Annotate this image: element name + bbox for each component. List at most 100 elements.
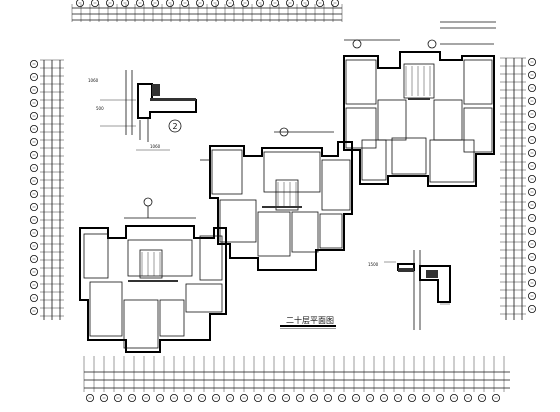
axis-bubble bbox=[271, 0, 279, 7]
axis-bubble bbox=[136, 0, 144, 7]
axis-bubble bbox=[528, 97, 537, 106]
axis-bubble bbox=[29, 99, 38, 108]
axis-bubble bbox=[181, 0, 189, 7]
axis-bubble bbox=[226, 0, 234, 7]
axis-bubble bbox=[286, 0, 294, 7]
axis-bubble bbox=[114, 393, 123, 402]
axis-bubble bbox=[29, 254, 38, 263]
top-dimension-chain bbox=[71, 4, 496, 29]
axis-bubble bbox=[528, 291, 537, 300]
tower-block-middle bbox=[200, 127, 353, 271]
axis-bubble bbox=[351, 393, 360, 402]
axis-bubble bbox=[528, 187, 537, 196]
axis-bubble bbox=[29, 215, 38, 224]
axis-bubble bbox=[29, 293, 38, 302]
axis-bubble bbox=[127, 393, 136, 402]
svg-text:500: 500 bbox=[96, 106, 104, 111]
axis-bubble bbox=[528, 71, 537, 80]
axis-bubble bbox=[196, 0, 204, 7]
axis-bubble bbox=[528, 265, 537, 274]
axis-bubble bbox=[239, 393, 248, 402]
axis-bubble bbox=[477, 393, 486, 402]
svg-text:1060: 1060 bbox=[88, 78, 99, 83]
detail-callout: 2 bbox=[168, 119, 182, 133]
axis-bubble bbox=[463, 393, 472, 402]
svg-text:1500: 1500 bbox=[368, 262, 379, 267]
left-dimension-chain bbox=[40, 59, 64, 320]
axis-bubble bbox=[528, 58, 537, 67]
axis-bubble bbox=[253, 393, 262, 402]
axis-bubble bbox=[155, 393, 164, 402]
axis-bubble bbox=[528, 213, 537, 222]
drawing-title: 二十层平面图 bbox=[286, 315, 334, 325]
axis-bubble bbox=[141, 393, 150, 402]
axis-bubble bbox=[435, 393, 444, 402]
tower-block-lower-left bbox=[79, 197, 227, 353]
axis-bubble bbox=[29, 306, 38, 315]
axis-bubble bbox=[121, 0, 129, 7]
axis-bubble bbox=[491, 393, 500, 402]
axis-bubble bbox=[316, 0, 324, 7]
axis-bubble bbox=[256, 0, 264, 7]
axis-bubble bbox=[211, 0, 219, 7]
axis-bubble bbox=[528, 304, 537, 313]
axis-bubble bbox=[169, 393, 178, 402]
axis-bubble bbox=[225, 393, 234, 402]
axis-bubble bbox=[528, 135, 537, 144]
axis-bubble bbox=[29, 267, 38, 276]
svg-text:1060: 1060 bbox=[150, 144, 161, 149]
axis-bubble bbox=[29, 241, 38, 250]
axis-bubble bbox=[29, 189, 38, 198]
wall-section-detail: 1060 500 1060 bbox=[88, 70, 197, 151]
detail-number: 2 bbox=[172, 122, 177, 131]
axis-bubble bbox=[86, 393, 95, 402]
axis-bubble bbox=[183, 393, 192, 402]
axis-bubble bbox=[528, 239, 537, 248]
tower-block-upper-right bbox=[343, 39, 495, 187]
axis-bubble bbox=[379, 393, 388, 402]
axis-bubble bbox=[528, 252, 537, 261]
right-dimension-chain bbox=[500, 57, 526, 320]
axis-bubble bbox=[295, 393, 304, 402]
axis-bubble bbox=[528, 226, 537, 235]
axis-bubble bbox=[211, 393, 220, 402]
axis-bubble bbox=[365, 393, 374, 402]
axis-bubble bbox=[197, 393, 206, 402]
bottom-dimension-chain bbox=[83, 356, 510, 392]
axis-bubble bbox=[323, 393, 332, 402]
axis-bubble bbox=[528, 84, 537, 93]
axis-bubble bbox=[309, 393, 318, 402]
axis-bubble bbox=[29, 125, 38, 134]
axis-bubble bbox=[267, 393, 276, 402]
axis-bubble bbox=[106, 0, 114, 7]
axis-bubble bbox=[528, 278, 537, 287]
axis-bubble bbox=[331, 0, 339, 7]
axis-bubble bbox=[166, 0, 174, 7]
axis-bubble bbox=[407, 393, 416, 402]
axis-bubble bbox=[29, 150, 38, 159]
axis-bubble bbox=[29, 280, 38, 289]
stair-section-detail: 1500 bbox=[368, 250, 451, 330]
axis-bubble bbox=[29, 137, 38, 146]
axis-bubble bbox=[76, 0, 84, 7]
axis-bubble bbox=[528, 174, 537, 183]
axis-bubble bbox=[528, 200, 537, 209]
axis-bubble bbox=[29, 112, 38, 121]
axis-bubbles bbox=[29, 0, 537, 402]
axis-bubble bbox=[449, 393, 458, 402]
axis-bubble bbox=[281, 393, 290, 402]
axis-bubble bbox=[528, 148, 537, 157]
axis-bubble bbox=[29, 86, 38, 95]
axis-bubble bbox=[29, 73, 38, 82]
axis-bubble bbox=[151, 0, 159, 7]
axis-bubble bbox=[301, 0, 309, 7]
axis-bubble bbox=[29, 176, 38, 185]
axis-bubble bbox=[337, 393, 346, 402]
axis-bubble bbox=[29, 163, 38, 172]
axis-bubble bbox=[528, 161, 537, 170]
axis-bubble bbox=[241, 0, 249, 7]
axis-bubble bbox=[528, 110, 537, 119]
axis-bubble bbox=[528, 123, 537, 132]
drawing-title-block: 二十层平面图 bbox=[280, 315, 336, 329]
